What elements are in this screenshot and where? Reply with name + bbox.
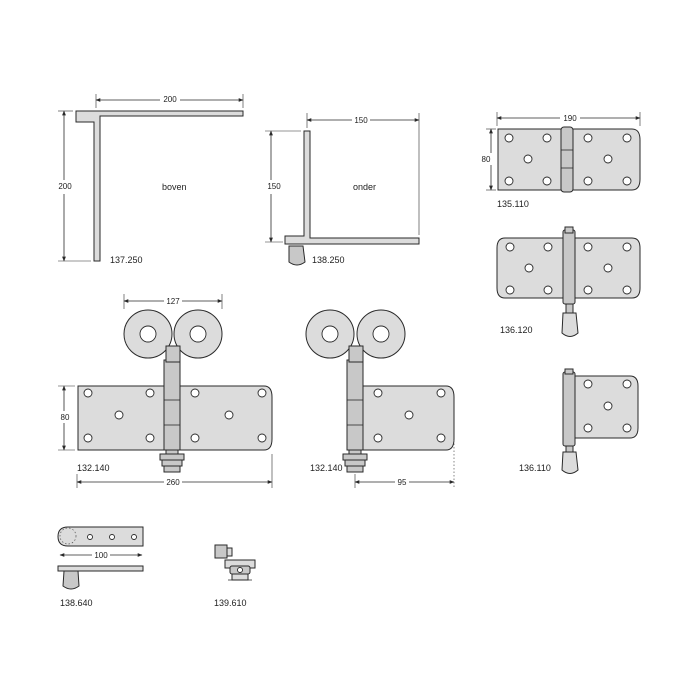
- dim-132140-wheels: 127: [166, 297, 180, 306]
- label-139610: 139.610: [214, 598, 247, 608]
- dim-bg: [160, 94, 180, 104]
- dim-138250-height: 150: [267, 182, 281, 191]
- dim-bg: [59, 411, 71, 423]
- dim-bg: [395, 477, 409, 487]
- dim-bg: [92, 550, 110, 560]
- dim-132140-offset: 95: [398, 478, 407, 487]
- label-137250: 137.250: [110, 255, 143, 265]
- label-boven: boven: [162, 182, 187, 192]
- label-132140-right: 132.140: [310, 463, 343, 473]
- label-onder: onder: [353, 182, 376, 192]
- bracket-138250: [265, 113, 420, 266]
- roller-carrier-132140-right: [305, 309, 455, 488]
- pivot-plate-138640: [57, 526, 144, 590]
- hinge-136120: [496, 226, 641, 337]
- label-135110: 135.110: [497, 199, 529, 209]
- dim-bg: [560, 113, 580, 123]
- label-136110: 136.110: [519, 463, 551, 473]
- label-136120: 136.120: [500, 325, 533, 335]
- dim-bg: [266, 180, 278, 194]
- dim-132140-width: 260: [166, 478, 180, 487]
- dim-132140-height: 80: [61, 413, 70, 422]
- label-138640: 138.640: [60, 598, 93, 608]
- dim-bg: [59, 180, 69, 194]
- dim-138250-width: 150: [354, 116, 368, 125]
- hinge-135110: [486, 112, 641, 193]
- bracket-137250: [58, 94, 244, 262]
- dim-138640-width: 100: [94, 551, 108, 560]
- dim-135110-height: 80: [482, 155, 491, 164]
- dim-bg: [480, 153, 492, 165]
- hinge-136110: [561, 368, 639, 474]
- label-138250: 138.250: [312, 255, 345, 265]
- dim-137250-height: 200: [58, 182, 72, 191]
- roller-carrier-132140-left: [58, 294, 273, 488]
- dim-137250-width: 200: [163, 95, 177, 104]
- dim-135110-width: 190: [563, 114, 577, 123]
- dim-bg: [352, 115, 370, 125]
- bottom-guide-139610: [214, 544, 256, 581]
- dim-bg: [164, 296, 182, 306]
- label-132140-left: 132.140: [77, 463, 110, 473]
- dim-bg: [164, 477, 182, 487]
